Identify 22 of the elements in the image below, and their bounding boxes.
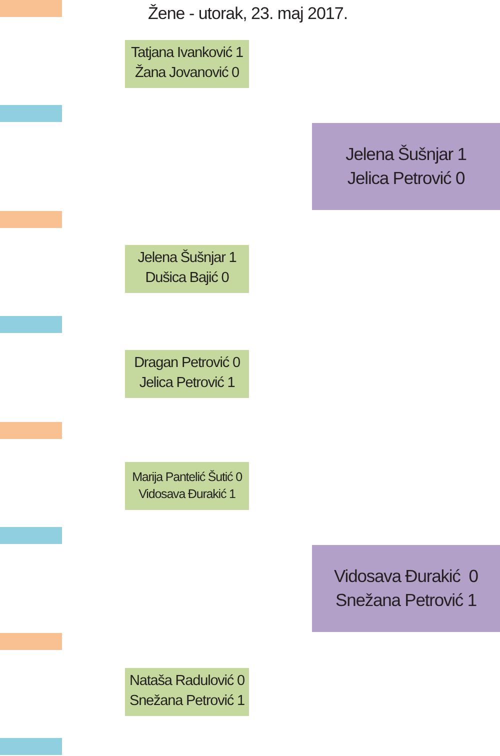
match-box (125, 462, 249, 510)
player-score: Jelena Šušnjar 1 (138, 249, 236, 268)
player-score: Jelica Petrović 0 (347, 166, 465, 190)
title: Žene - utorak, 23. maj 2017. (148, 4, 348, 24)
match-box (125, 350, 249, 398)
player-score: Vidosava Đurakić 0 (334, 564, 478, 588)
match-box (125, 245, 249, 293)
result-box (312, 545, 500, 632)
player-score: Jelena Šušnjar 1 (346, 142, 466, 166)
player-score: Nataša Radulović 0 (130, 672, 244, 692)
player-score: Vidosava Đurakić 1 (138, 486, 236, 503)
player-score: Tatjana Ivanković 1 (131, 44, 243, 64)
player-score: Dušica Bajić 0 (145, 269, 229, 288)
player-score: Snežana Petrović 1 (336, 588, 476, 612)
player-score: Snežana Petrović 1 (130, 692, 244, 711)
player-score: Dragan Petrović 0 (134, 354, 240, 374)
player-score: Marija Pantelić Šutić 0 (132, 469, 242, 486)
player-score: Jelica Petrović 1 (139, 374, 235, 393)
result-box (312, 123, 500, 210)
player-score: Žana Jovanović 0 (134, 64, 240, 83)
match-box (125, 668, 249, 716)
match-box (125, 40, 249, 88)
